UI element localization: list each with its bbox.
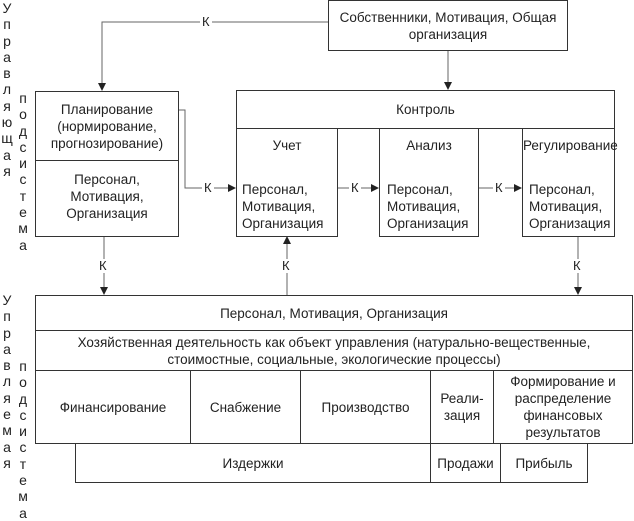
- analysis-title: Анализ: [406, 138, 452, 153]
- k-label: К: [493, 180, 505, 195]
- cell-financing: Финансирование: [35, 370, 191, 444]
- accounting-title: Учет: [272, 138, 302, 153]
- regulation-body: Персонал, Мотивация, Организация: [529, 182, 611, 231]
- cell-production: Производство: [300, 370, 431, 444]
- control-title: Контроль: [236, 90, 615, 129]
- result-costs: Издержки: [75, 443, 431, 483]
- owners-box: Собственники, Мотивация, Общая организац…: [328, 0, 568, 51]
- k-label: К: [97, 258, 109, 273]
- analysis-body: Персонал, Мотивация, Организация: [387, 182, 469, 231]
- activity-box: Хозяйственная деятельность как объект уп…: [35, 330, 633, 371]
- accounting-body: Персонал, Мотивация, Организация: [242, 182, 324, 231]
- regulation-title: Регулирование: [523, 138, 618, 153]
- managed-header: Персонал, Мотивация, Организация: [35, 295, 633, 331]
- cell-financial-results: Формирование и распределение финансовых …: [493, 370, 633, 444]
- regulation-box: Регулирование Персонал, Мотивация, Орган…: [522, 128, 618, 237]
- planning-title: Планирование (нормирование, прогнозирова…: [35, 91, 179, 161]
- k-label: К: [200, 14, 212, 29]
- analysis-box: Анализ Персонал, Мотивация, Организация: [379, 128, 479, 237]
- k-label: К: [349, 180, 361, 195]
- k-label: К: [202, 180, 214, 195]
- planning-body: Персонал, Мотивация, Организация: [35, 160, 179, 237]
- cell-supply: Снабжение: [190, 370, 301, 444]
- result-sales: Продажи: [430, 443, 501, 483]
- result-profit: Прибыль: [500, 443, 588, 483]
- accounting-box: Учет Персонал, Мотивация, Организация: [236, 128, 338, 237]
- cell-sales: Реали-зация: [430, 370, 494, 444]
- k-label: К: [571, 258, 583, 273]
- k-label: К: [280, 258, 292, 273]
